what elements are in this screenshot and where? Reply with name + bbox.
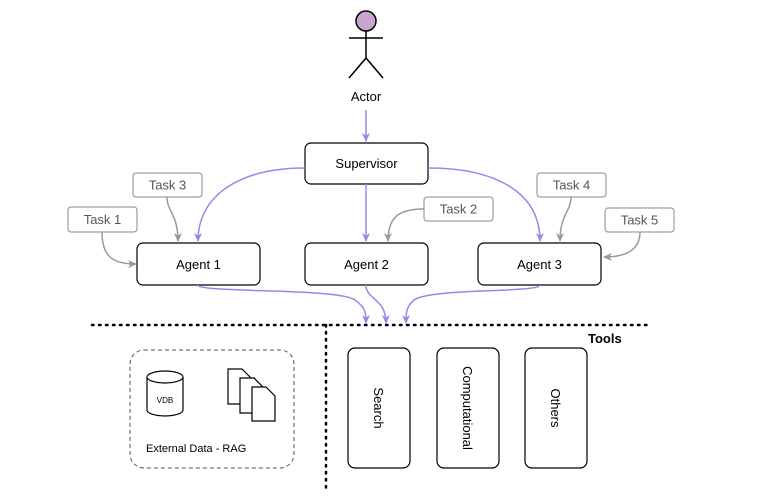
- task-1-node: Task 1: [67, 206, 138, 233]
- agent3-to-tools-arrow: [402, 284, 541, 324]
- tool-computational-label: Computational: [460, 366, 475, 450]
- task-4-to-agent3-arrow: [556, 196, 572, 242]
- task-2-to-agent2-arrow: [384, 208, 425, 242]
- task-1-label: Task 1: [84, 212, 122, 227]
- agent-3-node: Agent 3: [477, 242, 602, 286]
- tool-computational-node: Computational: [436, 347, 500, 469]
- task-3-node: Task 3: [132, 172, 203, 198]
- documents-icon: [227, 368, 276, 422]
- task-4-label: Task 4: [553, 178, 591, 193]
- actor-figure: [348, 10, 384, 79]
- agent-2-node: Agent 2: [304, 242, 429, 286]
- agent2-to-tools-arrow: [365, 284, 390, 324]
- task-5-label: Task 5: [621, 213, 659, 228]
- task-3-label: Task 3: [149, 178, 187, 193]
- database-icon: VDB: [146, 370, 184, 417]
- tool-others-node: Others: [524, 347, 588, 469]
- agent-2-label: Agent 2: [344, 257, 389, 272]
- tool-others-label: Others: [548, 388, 563, 428]
- tool-search-node: Search: [347, 347, 411, 469]
- task-4-node: Task 4: [536, 172, 607, 198]
- vdb-label: VDB: [157, 396, 173, 405]
- supervisor-to-agent3-arrow: [427, 167, 544, 242]
- task-5-to-agent3-arrow: [603, 231, 641, 261]
- actor-label: Actor: [351, 89, 382, 104]
- task-3-to-agent1-arrow: [166, 196, 182, 242]
- task-1-to-agent1-arrow: [101, 231, 137, 268]
- agent-1-node: Agent 1: [136, 242, 261, 286]
- agent1-to-tools-arrow: [197, 284, 370, 324]
- external-data-label: External Data - RAG: [146, 443, 246, 455]
- task-5-node: Task 5: [604, 207, 675, 233]
- agent-1-label: Agent 1: [176, 257, 221, 272]
- tool-search-label: Search: [371, 387, 386, 428]
- tools-label: Tools: [588, 331, 622, 346]
- agent-3-label: Agent 3: [517, 257, 562, 272]
- supervisor-label: Supervisor: [335, 156, 398, 171]
- supervisor-to-agent1-arrow: [194, 167, 306, 242]
- task-2-label: Task 2: [440, 202, 478, 217]
- task-2-node: Task 2: [423, 196, 494, 222]
- external-data-container: [129, 349, 295, 469]
- actor-head: [355, 10, 377, 32]
